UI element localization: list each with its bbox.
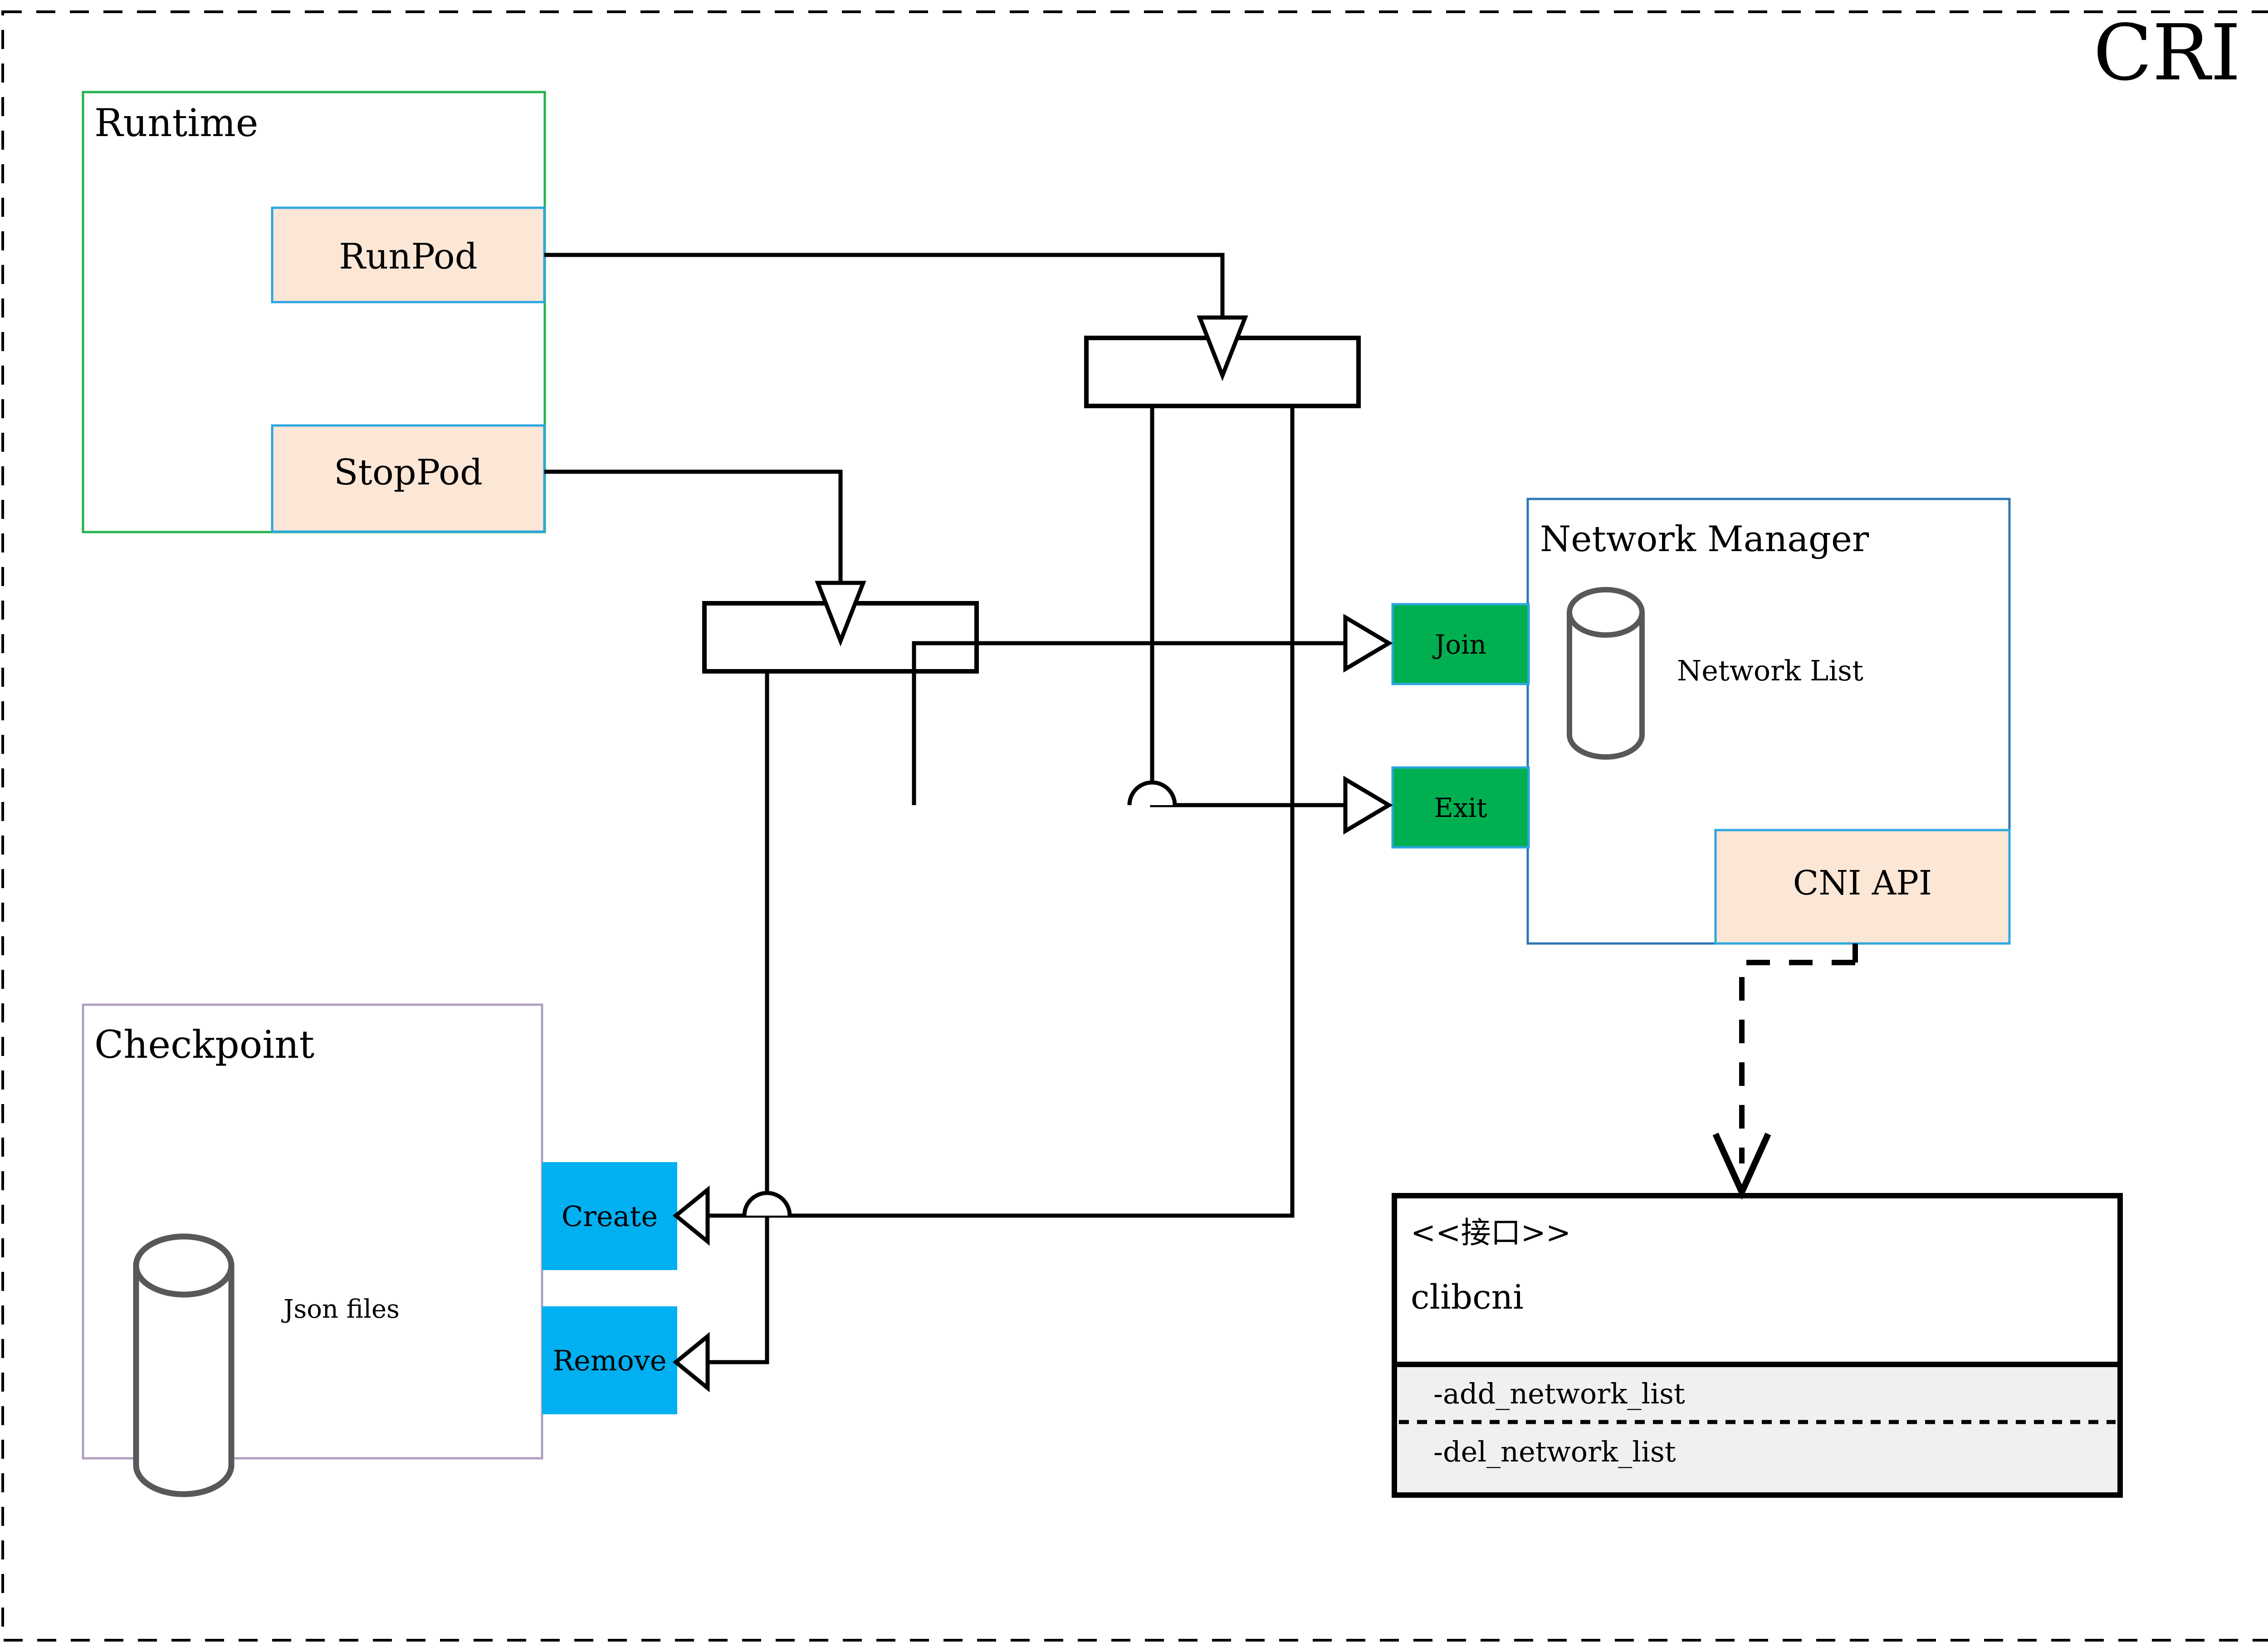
clibcni-operation-add: -add_network_list bbox=[1433, 1377, 1685, 1410]
create-label: Create bbox=[562, 1200, 658, 1233]
line-hop-exit-crossing bbox=[1127, 780, 1177, 806]
runpod-label: RunPod bbox=[339, 236, 477, 277]
json-files-label: Json files bbox=[281, 1295, 400, 1324]
line-hop-markers bbox=[742, 780, 1177, 1216]
json-files-cylinder-icon bbox=[133, 1233, 235, 1497]
exit-box[interactable] bbox=[1391, 766, 1530, 849]
connector-runpod-to-fork-top bbox=[544, 253, 1225, 318]
line-hop-create-crossing bbox=[742, 1191, 792, 1216]
diagram-border bbox=[1, 10, 2268, 1642]
remove-box[interactable] bbox=[542, 1306, 677, 1414]
runtime-group-label: Runtime bbox=[94, 101, 258, 145]
network-manager-group-label: Network Manager bbox=[1540, 519, 1869, 560]
arrowhead-clibcni-dependency bbox=[1712, 1133, 1771, 1200]
connector-fork-bottom-to-join bbox=[912, 641, 1345, 671]
connector-fork-bottom-to-remove bbox=[708, 671, 769, 1364]
stoppod-label: StopPod bbox=[334, 452, 483, 493]
join-label: Join bbox=[1432, 629, 1486, 660]
arrowhead-fork-bottom bbox=[815, 581, 866, 647]
network-list-cylinder-icon bbox=[1567, 587, 1645, 760]
arrowhead-remove bbox=[672, 1332, 710, 1393]
remove-label: Remove bbox=[552, 1344, 666, 1377]
exit-label: Exit bbox=[1434, 792, 1487, 823]
runpod-box[interactable] bbox=[271, 206, 546, 303]
clibcni-stereotype: <<接口>> bbox=[1411, 1215, 1571, 1250]
stoppod-box[interactable] bbox=[271, 424, 546, 533]
clibcni-operations-compartment bbox=[1397, 1364, 2117, 1492]
join-box[interactable] bbox=[1391, 603, 1530, 685]
cni-api-label: CNI API bbox=[1793, 864, 1932, 903]
arrowhead-create bbox=[672, 1185, 710, 1246]
connector-fork-top-to-create bbox=[708, 406, 1295, 1218]
arrowhead-join bbox=[1343, 614, 1393, 673]
checkpoint-group-label: Checkpoint bbox=[94, 1022, 314, 1067]
clibcni-name: clibcni bbox=[1411, 1278, 1524, 1317]
arrowhead-exit bbox=[1343, 776, 1393, 835]
connector-stoppod-to-fork-bottom bbox=[544, 469, 843, 583]
connector-fork-top-to-exit bbox=[1150, 406, 1345, 807]
network-list-label: Network List bbox=[1677, 654, 1863, 687]
cni-api-box[interactable] bbox=[1714, 829, 2011, 945]
create-box[interactable] bbox=[542, 1162, 677, 1270]
dependency-cni-api-to-clibcni bbox=[1712, 943, 1858, 1200]
arrowhead-fork-top bbox=[1197, 315, 1248, 381]
clibcni-operation-del: -del_network_list bbox=[1433, 1435, 1676, 1468]
page-title: CRI bbox=[2093, 8, 2241, 98]
